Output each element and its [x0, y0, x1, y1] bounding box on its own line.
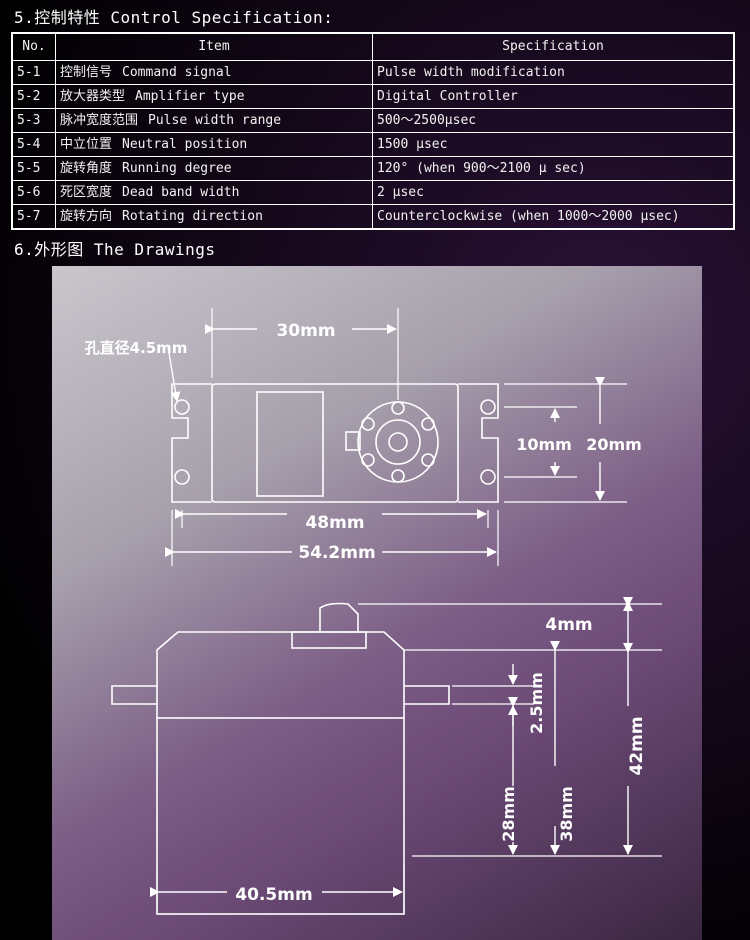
gear-tooth-hole	[361, 453, 375, 467]
dim-54-2mm: 54.2mm	[298, 543, 375, 563]
row-item: 旋转方向 Rotating direction	[55, 204, 373, 230]
item-en: Rotating direction	[122, 209, 263, 224]
upper-case	[156, 631, 405, 718]
right-mount-tab	[458, 383, 499, 503]
drawing-panel: 30mm 孔直径4.5mm 10mm 20mm 48mm 54.2mm 4mm …	[52, 266, 702, 940]
gear-housing	[291, 631, 367, 649]
item-en: Command signal	[122, 65, 232, 80]
row-item: 放大器类型 Amplifier type	[55, 84, 373, 109]
spec-table: No. Item Specification 5-1 控制信号 Command s…	[11, 32, 735, 230]
table-row: 5-6 死区宽度 Dead band width 2 μsec	[11, 180, 735, 205]
case-notch	[345, 431, 361, 451]
table-header-row: No. Item Specification	[11, 32, 735, 61]
item-cn: 控制信号	[60, 65, 113, 80]
gear-tooth-hole	[391, 469, 405, 483]
header-item: Item	[55, 32, 373, 61]
output-shaft	[388, 432, 408, 452]
gear-tooth-hole	[361, 417, 375, 431]
dim-28mm: 28mm	[499, 786, 518, 842]
gear-tooth-hole	[421, 453, 435, 467]
label-area	[256, 391, 324, 497]
item-en: Amplifier type	[135, 89, 245, 104]
row-no: 5-4	[11, 132, 56, 157]
hole-diameter-label: 孔直径4.5mm	[85, 339, 188, 357]
section-6-title: 6.外形图 The Drawings	[14, 240, 216, 259]
row-spec: 120° (when 900～2100 μ sec)	[372, 156, 735, 181]
servo-body-side	[156, 717, 405, 915]
gear-tooth-hole	[391, 401, 405, 415]
dim-2-5mm: 2.5mm	[527, 672, 546, 734]
dim-48mm: 48mm	[305, 513, 364, 533]
row-no: 5-7	[11, 204, 56, 230]
output-spline	[319, 602, 359, 632]
table-row: 5-1 控制信号 Command signal Pulse width modif…	[11, 60, 735, 85]
item-en: Neutral position	[122, 137, 248, 152]
mount-hole	[480, 469, 496, 485]
item-en: Dead band width	[122, 185, 240, 200]
servo-body-top	[211, 383, 459, 503]
item-cn: 中立位置	[60, 137, 113, 152]
row-no: 5-6	[11, 180, 56, 205]
row-no: 5-3	[11, 108, 56, 133]
row-spec: 1500 μsec	[372, 132, 735, 157]
table-row: 5-3 脉冲宽度范围 Pulse width range 500～2500μsec	[11, 108, 735, 133]
row-no: 5-1	[11, 60, 56, 85]
left-mount-tab	[171, 383, 212, 503]
item-cn: 旋转角度	[60, 161, 113, 176]
dim-10mm: 10mm	[516, 435, 572, 454]
dim-38mm: 38mm	[557, 786, 576, 842]
servo-drawing: 30mm 孔直径4.5mm 10mm 20mm 48mm 54.2mm 4mm …	[85, 308, 662, 915]
item-cn: 旋转方向	[60, 209, 113, 224]
header-no: No.	[11, 32, 56, 61]
item-en: Running degree	[122, 161, 232, 176]
right-flange	[404, 685, 450, 705]
row-item: 死区宽度 Dead band width	[55, 180, 373, 205]
table-row: 5-4 中立位置 Neutral position 1500 μsec	[11, 132, 735, 157]
row-spec: Pulse width modification	[372, 60, 735, 85]
item-cn: 脉冲宽度范围	[60, 113, 139, 128]
mount-hole	[174, 399, 190, 415]
table-row: 5-2 放大器类型 Amplifier type Digital Controll…	[11, 84, 735, 109]
table-row: 5-5 旋转角度 Running degree 120° (when 900～21…	[11, 156, 735, 181]
header-spec: Specification	[372, 32, 735, 61]
item-en: Pulse width range	[148, 113, 282, 128]
dim-20mm: 20mm	[586, 435, 642, 454]
top-view	[171, 383, 499, 503]
row-no: 5-5	[11, 156, 56, 181]
row-spec: Digital Controller	[372, 84, 735, 109]
row-spec: Counterclockwise (when 1000～2000 μsec)	[372, 204, 735, 230]
row-item: 控制信号 Command signal	[55, 60, 373, 85]
row-spec: 500～2500μsec	[372, 108, 735, 133]
left-flange	[111, 685, 157, 705]
row-item: 脉冲宽度范围 Pulse width range	[55, 108, 373, 133]
row-item: 旋转角度 Running degree	[55, 156, 373, 181]
dim-40-5mm: 40.5mm	[235, 885, 312, 905]
item-cn: 死区宽度	[60, 185, 113, 200]
table-row: 5-7 旋转方向 Rotating direction Counterclockw…	[11, 204, 735, 230]
dim-30mm: 30mm	[276, 321, 335, 341]
dim-42mm: 42mm	[627, 716, 647, 775]
item-cn: 放大器类型	[60, 89, 126, 104]
output-gear-inner	[375, 419, 421, 465]
dim-4mm: 4mm	[545, 615, 592, 635]
mount-hole	[480, 399, 496, 415]
section-5-title: 5.控制特性 Control Specification:	[14, 8, 334, 27]
row-item: 中立位置 Neutral position	[55, 132, 373, 157]
row-spec: 2 μsec	[372, 180, 735, 205]
side-view	[111, 602, 450, 915]
gear-tooth-hole	[421, 417, 435, 431]
row-no: 5-2	[11, 84, 56, 109]
mount-hole	[174, 469, 190, 485]
